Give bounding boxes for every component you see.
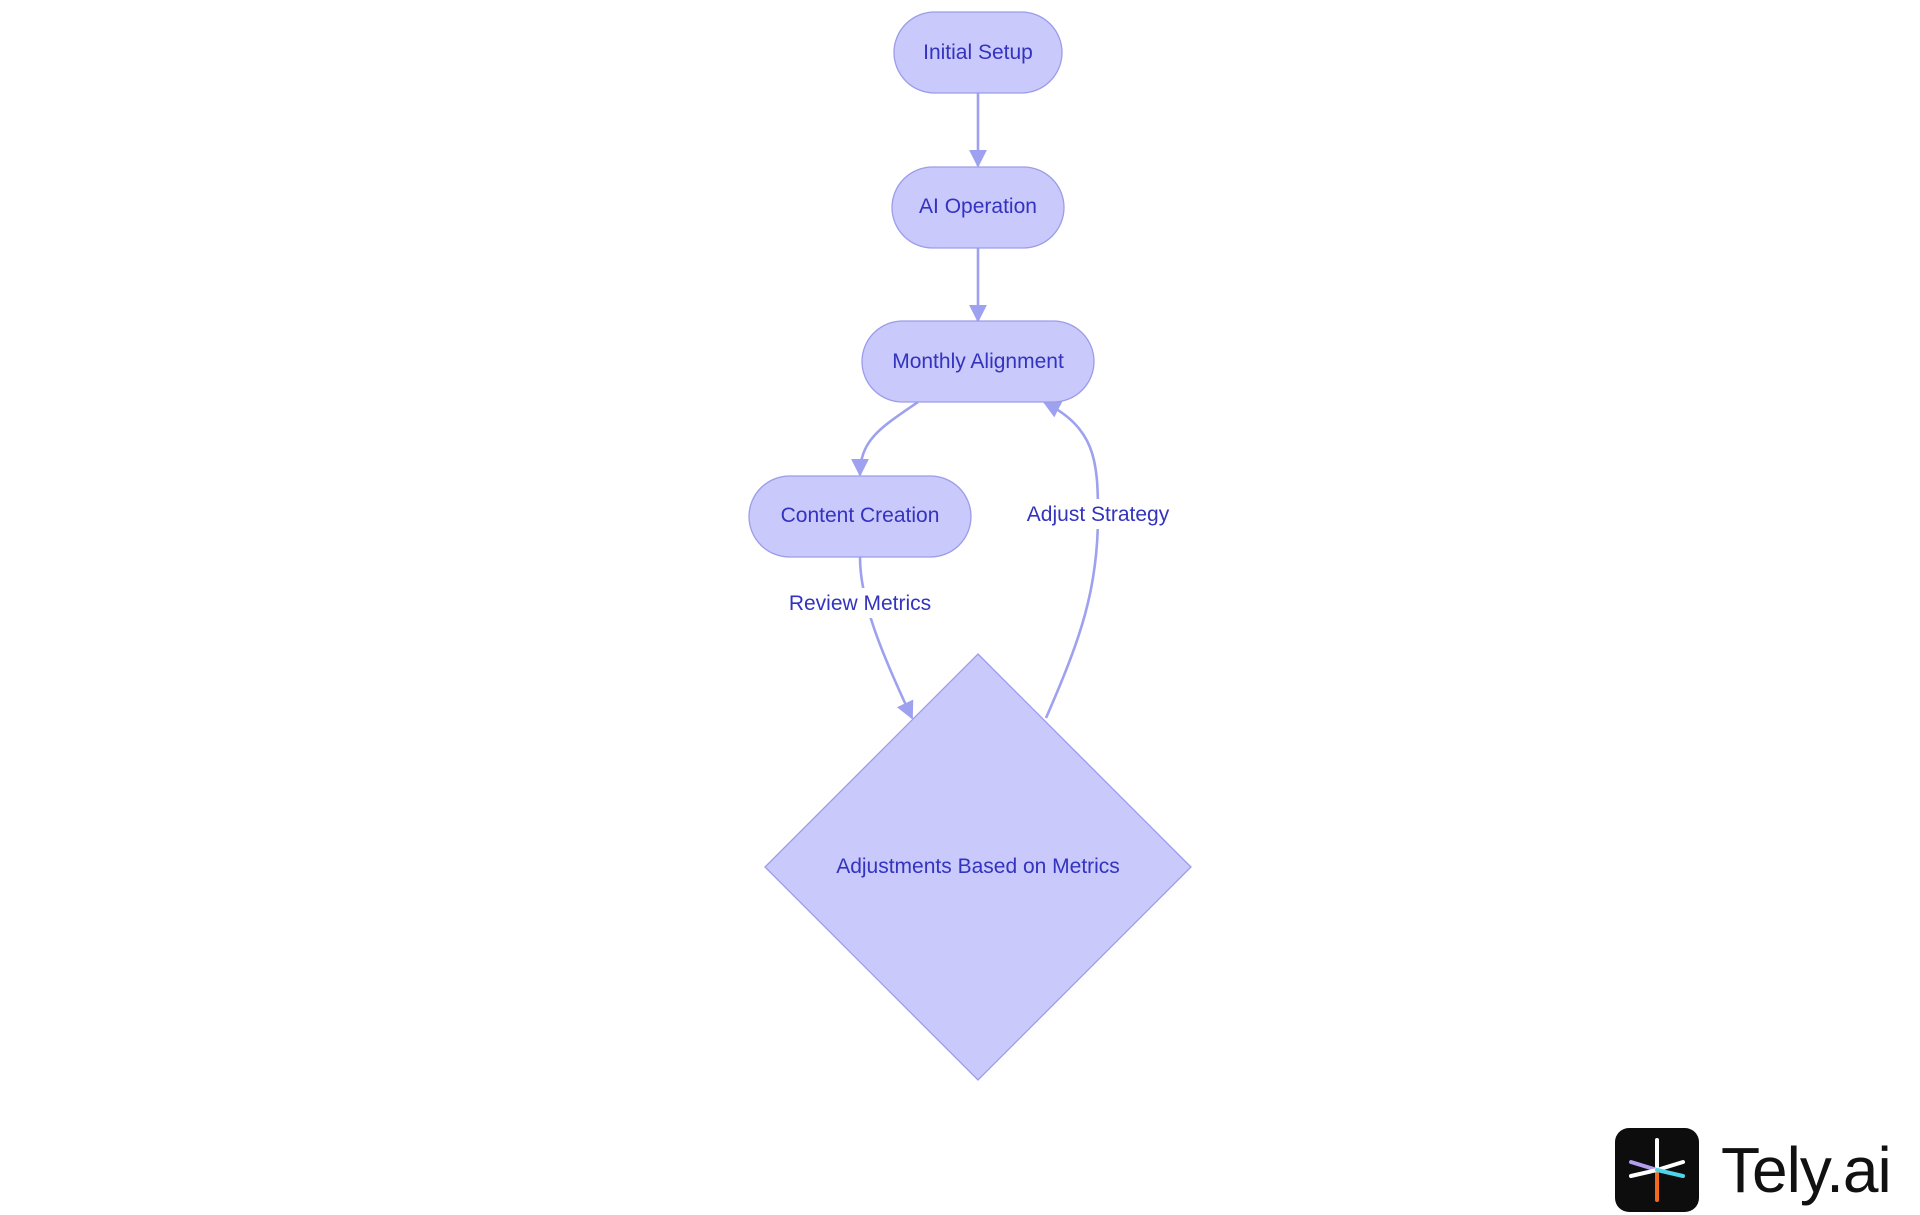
- adjust-strategy-label: Adjust Strategy: [1027, 503, 1170, 526]
- node-monthly-alignment: Monthly Alignment: [861, 320, 1095, 403]
- node-adjustments-decision: Adjustments Based on Metrics: [764, 653, 1192, 1081]
- node-initial-setup: Initial Setup: [893, 11, 1063, 94]
- edge-label-adjust-strategy: Adjust Strategy: [1020, 499, 1176, 529]
- edge-content-to-adjustments: [858, 556, 914, 720]
- node-ai-operation: AI Operation: [891, 166, 1065, 249]
- edge-label-review-metrics: Review Metrics: [785, 588, 935, 618]
- review-metrics-label: Review Metrics: [789, 592, 931, 615]
- monthly-alignment-label: Monthly Alignment: [892, 350, 1064, 373]
- tely-spark-icon: [1615, 1128, 1699, 1212]
- node-content-creation: Content Creation: [748, 475, 972, 558]
- content-creation-label: Content Creation: [781, 504, 940, 527]
- adjustments-label: Adjustments Based on Metrics: [836, 855, 1120, 878]
- initial-setup-label: Initial Setup: [923, 41, 1033, 64]
- edge-monthly-to-content: [851, 400, 919, 477]
- ai-operation-label: AI Operation: [919, 195, 1037, 218]
- tely-logo-text: Tely.ai: [1721, 1134, 1892, 1206]
- edge-adjustments-to-monthly: [1042, 400, 1100, 719]
- tely-logo: Tely.ai: [1615, 1128, 1892, 1212]
